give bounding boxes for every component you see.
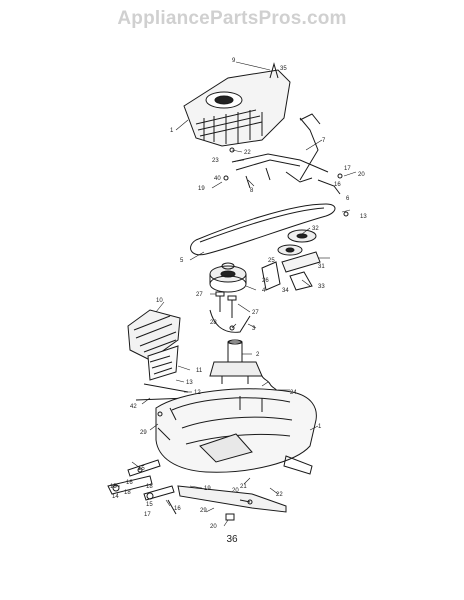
callout-label: 27 [196,292,203,298]
callout-label: 17 [144,512,151,518]
page-number: 36 [226,534,238,545]
callout-label: 18 [146,484,153,490]
wheel-brackets [107,459,177,515]
callout-label: 34 [282,288,289,294]
callout-label: 21 [240,484,247,490]
small-hardware [137,147,349,521]
callout-label: 3 [252,326,256,332]
callout-label: 29 [200,508,207,514]
callout-label: 9 [232,58,236,64]
spindle-pulley [209,262,247,293]
callout-label: 10 [156,298,163,304]
callout-label: 19 [198,186,205,192]
callout-label: 20 [210,524,217,530]
callout-label: 28 [210,320,217,326]
callout-label: 19 [204,486,211,492]
callout-label: 27 [252,310,259,316]
callout-labels: 9 35 1 7 22 23 8 19 40 6 17 20 16 13 32 … [110,58,367,530]
belt-cover [183,62,291,147]
callout-label: 4 [262,288,266,294]
callout-label: 15 [138,466,145,472]
callout-label: 15 [146,502,153,508]
hardware-bolts [209,291,251,333]
callout-label: 5 [180,258,184,264]
callout-label: 40 [214,176,221,182]
callout-label: 2 [256,352,260,358]
callout-label: 35 [280,66,287,72]
drive-belt [190,203,336,256]
spindle-assembly [209,339,263,384]
lift-linkage [231,113,341,195]
mower-deck [155,388,317,473]
callout-label: 20 [232,488,239,494]
callout-label: 6 [346,196,350,202]
callout-label: 13 [186,380,193,386]
callout-label: 1 [170,128,174,134]
callout-label: 7 [322,138,326,144]
callout-label: 20 [358,172,365,178]
callout-label: 23 [212,158,219,164]
deflector-chute [127,309,181,381]
skid-bracket [283,455,313,475]
callout-label: 14 [112,494,119,500]
callout-label: 22 [244,150,251,156]
callout-label: 42 [130,404,137,410]
watermark: AppliancePartsPros.com [117,8,347,29]
callout-label: 1 [318,424,322,430]
callout-label: 12 [194,390,201,396]
callout-label: 33 [318,284,325,290]
callout-label: 26 [262,278,269,284]
callout-label: 31 [318,264,325,270]
callout-label: 25 [268,258,275,264]
callout-label: 24 [290,390,297,396]
callout-label: 16 [174,506,181,512]
callout-label: 18 [124,490,131,496]
callout-label: 17 [344,166,351,172]
leader-lines [112,61,357,527]
idler-pulleys [261,229,321,291]
callout-label: 32 [312,226,319,232]
callout-label: 22 [276,492,283,498]
callout-label: 8 [250,188,254,194]
callout-label: 15 [110,484,117,490]
callout-label: 16 [334,182,341,188]
spring [261,375,279,393]
callout-label: 16 [126,480,133,486]
callout-label: 11 [196,368,203,374]
callout-label: 13 [360,214,367,220]
callout-label: 29 [140,430,147,436]
